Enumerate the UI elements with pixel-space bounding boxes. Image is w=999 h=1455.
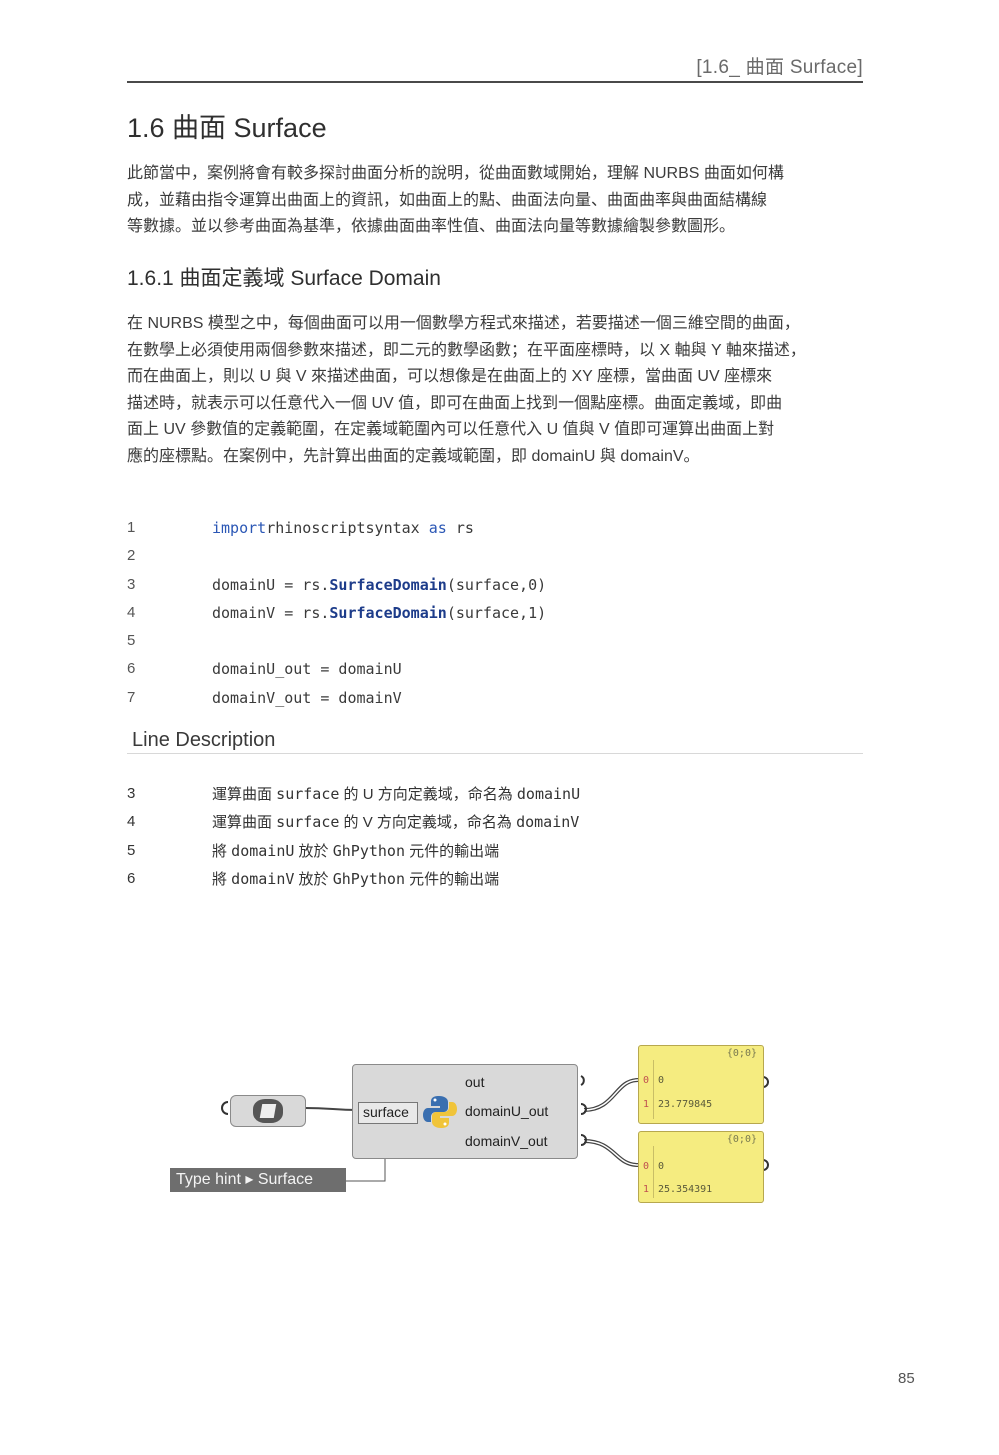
code-line: 4 domainV = rs.SurfaceDomain(surface,1) xyxy=(127,599,863,627)
output-domainu-label: domainU_out xyxy=(465,1103,549,1119)
running-title: [1.6_ 曲面 Surface] xyxy=(696,57,863,78)
body-line: 在數學上必須使用兩個參數來描述，即二元的數學函數；在平面座標時，以 X 軸與 Y… xyxy=(127,341,806,359)
line-description-title: Line Description xyxy=(132,729,276,751)
description-row: 6 將 domainV 放於 GhPython 元件的輸出端 xyxy=(127,865,863,893)
panel-value: 25.354391 xyxy=(658,1184,713,1195)
body-line: 描述時，就表示可以任意代入一個 UV 值，即可在曲面上找到一個點座標。曲面定義域… xyxy=(127,394,783,412)
description-row: 3 運算曲面 surface 的 U 方向定義域，命名為 domainU xyxy=(127,780,863,808)
line-number: 3 xyxy=(127,575,136,593)
intro-paragraph: 此節當中，案例將會有較多探討曲面分析的說明，從曲面數域開始，理解 NURBS 曲… xyxy=(127,161,863,241)
description-row: 5 將 domainU 放於 GhPython 元件的輸出端 xyxy=(127,837,863,865)
output-out-label: out xyxy=(465,1074,485,1090)
code-text: domainV = rs.SurfaceDomain(surface,1) xyxy=(212,603,547,622)
panel-value: 0 xyxy=(658,1075,665,1086)
intro-line: 成，並藉由指令運算出曲面上的資訊，如曲面上的點、曲面法向量、曲面曲率與曲面結構線 xyxy=(127,191,768,209)
body-line: 而在曲面上，則以 U 與 V 來描述曲面，可以想像是在曲面上的 XY 座標，當曲… xyxy=(127,368,773,385)
code-line: 6 domainU_out = domainU xyxy=(127,655,863,683)
line-number: 1 xyxy=(127,519,136,536)
subsection-title: 1.6.1 曲面定義域 Surface Domain xyxy=(127,267,441,290)
body-line: 在 NURBS 模型之中，每個曲面可以用一個數學方程式來描述，若要描述一個三維空… xyxy=(127,315,800,332)
code-line: 3 domainU = rs.SurfaceDomain(surface,0) xyxy=(127,571,863,599)
surface-param-node[interactable] xyxy=(230,1095,306,1127)
code-text: domainU = rs.SurfaceDomain(surface,0) xyxy=(212,575,547,594)
input-surface-label: surface xyxy=(363,1104,409,1120)
code-line: 7 domainV_out = domainV xyxy=(127,684,863,712)
intro-line: 等數據。並以參考曲面為基準，依據曲面曲率性值、曲面法向量等數據繪製參數圖形。 xyxy=(127,218,736,235)
panel-header: {0;0} xyxy=(726,1134,757,1145)
body-line: 面上 UV 參數值的定義範圍，在定義域範圍內可以任意代入 U 值與 V 值即可運… xyxy=(127,421,775,438)
panel-index: 1 xyxy=(643,1099,650,1110)
code-text: domainU_out = domainU xyxy=(212,660,402,679)
code-text: domainV_out = domainV xyxy=(212,688,402,707)
intro-line: 此節當中，案例將會有較多探討曲面分析的說明，從曲面數域開始，理解 NURBS 曲… xyxy=(127,165,784,182)
page-number: 85 xyxy=(898,1370,915,1387)
line-number: 2 xyxy=(127,547,136,565)
section-title: 1.6 曲面 Surface xyxy=(127,113,327,143)
type-hint-tooltip: Type hint ▸ Surface xyxy=(170,1168,346,1192)
surface-param-icon xyxy=(253,1099,283,1123)
python-logo-icon xyxy=(423,1096,457,1128)
description-row: 4 運算曲面 surface 的 V 方向定義域，命名為 domainV xyxy=(127,808,863,836)
panel-value: 23.779845 xyxy=(658,1099,713,1110)
description-text: 將 domainU 放於 GhPython 元件的輸出端 xyxy=(212,841,500,860)
description-line-number: 5 xyxy=(127,841,136,859)
output-domainv-label: domainV_out xyxy=(465,1133,548,1149)
description-line-number: 3 xyxy=(127,785,136,802)
panel-value: 0 xyxy=(658,1161,665,1172)
running-header: [1.6_ 曲面 Surface] xyxy=(127,50,863,83)
body-paragraph: 在 NURBS 模型之中，每個曲面可以用一個數學方程式來描述，若要描述一個三維空… xyxy=(127,311,863,470)
panel-index: 0 xyxy=(643,1161,650,1172)
description-text: 將 domainV 放於 GhPython 元件的輸出端 xyxy=(212,869,500,888)
input-surface-port[interactable]: surface xyxy=(358,1102,418,1124)
panel-index: 0 xyxy=(643,1075,650,1086)
code-text: importrhinoscriptsyntax as rs xyxy=(212,519,474,537)
code-listing: 1 importrhinoscriptsyntax as rs 2 3 domainU … xyxy=(127,514,863,712)
python-component[interactable]: surface out domainU_out domainV_out xyxy=(352,1064,578,1159)
line-description-rule xyxy=(127,753,863,754)
line-number: 4 xyxy=(127,603,136,621)
description-line-number: 4 xyxy=(127,813,136,831)
panel-header: {0;0} xyxy=(726,1048,757,1059)
line-description-list: 3 運算曲面 surface 的 U 方向定義域，命名為 domainU 4 運算曲面… xyxy=(127,780,863,893)
code-line: 1 importrhinoscriptsyntax as rs xyxy=(127,514,863,542)
line-number: 6 xyxy=(127,660,136,678)
code-line: 5 xyxy=(127,627,863,655)
line-number: 5 xyxy=(127,632,136,650)
panel-domainv[interactable]: {0;0} 0 0 1 25.354391 xyxy=(638,1131,764,1203)
body-line: 應的座標點。在案例中，先計算出曲面的定義域範圍，即 domainU 與 doma… xyxy=(127,447,700,465)
grasshopper-diagram: surface out domainU_out domainV_out Type… xyxy=(160,1035,780,1210)
panel-index: 1 xyxy=(643,1184,650,1195)
description-text: 運算曲面 surface 的 V 方向定義域，命名為 domainV xyxy=(212,813,580,832)
code-line: 2 xyxy=(127,542,863,570)
panel-domainu[interactable]: {0;0} 0 0 1 23.779845 xyxy=(638,1045,764,1124)
description-text: 運算曲面 surface 的 U 方向定義域，命名為 domainU xyxy=(212,785,581,803)
diagram-wires xyxy=(221,1075,769,1182)
line-number: 7 xyxy=(127,688,136,706)
description-line-number: 6 xyxy=(127,869,136,887)
